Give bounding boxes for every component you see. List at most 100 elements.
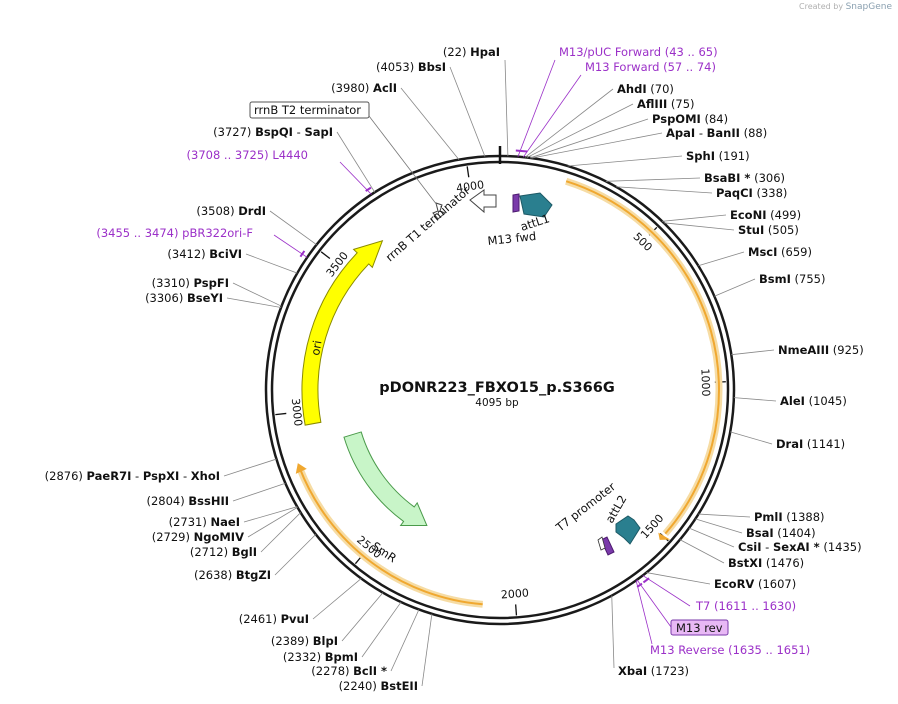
enzyme-left-ngomiv-site: (2729) bbox=[152, 530, 194, 544]
created-by-text: Created by bbox=[799, 2, 844, 11]
enzyme-pspomi: PspOMI (84) bbox=[652, 112, 728, 126]
primer-t7-range: (1611 .. 1630) bbox=[710, 599, 796, 613]
enzyme-left-pspfi-leader bbox=[232, 282, 282, 307]
enzyme-afliii-site: (75) bbox=[667, 97, 694, 111]
primer-t7-name: T7 bbox=[695, 599, 710, 613]
enzyme-bsabi-site: (306) bbox=[750, 171, 785, 185]
enzyme-drai-leader bbox=[730, 431, 773, 445]
enzyme-afliii-leader bbox=[526, 103, 634, 158]
enzyme-left-ngomiv-name: NgoMIV bbox=[194, 530, 244, 544]
primer-pbr322ori-f: (3455 .. 3474) pBR322ori-F bbox=[96, 226, 253, 240]
enzyme-drai-name: DraI bbox=[776, 437, 803, 451]
enzyme-left-acli: (3980) AclI bbox=[331, 81, 397, 95]
enzyme-left-bseyi: (3306) BseYI bbox=[145, 291, 223, 305]
enzyme-left-bsteii-site: (2240) bbox=[339, 679, 381, 693]
enzyme-apai-leader bbox=[531, 132, 663, 159]
primer-l4440-range: (3708 .. 3725) bbox=[187, 148, 273, 162]
tick-label-4000: 4000 bbox=[455, 178, 485, 195]
enzyme-hpai: (22) HpaI bbox=[443, 45, 500, 59]
enzyme-left-pvui-site: (2461) bbox=[239, 612, 281, 626]
rrnb-t1-arrow bbox=[469, 189, 497, 214]
enzyme-left-paer7i-site: (2876) bbox=[45, 469, 87, 483]
enzyme-econi-leader bbox=[662, 214, 727, 222]
m13-fwd-label: M13 fwd bbox=[487, 229, 537, 248]
primer-m13-forward-range: (57 .. 74) bbox=[659, 60, 716, 74]
enzyme-ecorv-leader bbox=[646, 572, 711, 585]
enzyme-bsabi-leader bbox=[605, 177, 701, 182]
enzyme-left-paer7i-name3: XhoI bbox=[191, 469, 220, 483]
enzyme-left-blpi-leader bbox=[341, 592, 384, 642]
enzyme-left-pvui-leader bbox=[312, 578, 362, 620]
enzyme-ecorv-name: EcoRV bbox=[714, 577, 754, 591]
enzyme-left-drdi: (3508) DrdI bbox=[196, 204, 266, 218]
enzyme-stui: StuI (505) bbox=[738, 223, 799, 237]
enzyme-alei-site: (1045) bbox=[805, 394, 847, 408]
enzyme-econi-site: (499) bbox=[766, 208, 801, 222]
tick-label-3000: 3000 bbox=[289, 398, 305, 427]
smr-orf-arrowhead bbox=[295, 463, 307, 474]
primer-l4440-leader bbox=[339, 161, 372, 195]
orf-arc bbox=[565, 180, 720, 535]
enzyme-left-bsteii-name: BstEII bbox=[380, 679, 418, 693]
rrnb-t2-leader bbox=[368, 115, 438, 206]
enzyme-bstxi-name: BstXI bbox=[728, 556, 762, 570]
tick-label-2000: 2000 bbox=[500, 586, 529, 601]
enzyme-sphi: SphI (191) bbox=[686, 149, 750, 163]
enzyme-left-bsteii: (2240) BstEII bbox=[339, 679, 418, 693]
enzyme-pmli-leader bbox=[698, 513, 751, 518]
enzyme-sphi-name: SphI bbox=[686, 149, 715, 163]
enzyme-ecorv-site: (1607) bbox=[754, 577, 796, 591]
enzyme-drai: DraI (1141) bbox=[776, 437, 845, 451]
enzyme-hpai-leader bbox=[504, 59, 509, 157]
enzyme-msci-leader bbox=[698, 251, 745, 267]
features bbox=[295, 149, 723, 608]
enzyme-left-pvui-name: PvuI bbox=[281, 612, 309, 626]
primer-m13-forward-name: M13 Forward bbox=[585, 60, 659, 74]
enzyme-pspomi-site: (84) bbox=[701, 112, 728, 126]
enzyme-xbai-leader bbox=[611, 595, 615, 669]
enzyme-csii-name: CsiI bbox=[738, 540, 762, 554]
enzyme-left-btgzi: (2638) BtgZI bbox=[194, 568, 271, 582]
enzyme-left-acli-leader bbox=[400, 87, 460, 160]
enzyme-left-bbsi-name: BbsI bbox=[418, 60, 446, 74]
enzyme-csii: CsiI - SexAI * (1435) bbox=[738, 540, 862, 554]
primer-l4440-name: L4440 bbox=[272, 148, 308, 162]
enzyme-left-pspfi-site: (3310) bbox=[152, 276, 194, 290]
rrnb-t2-box bbox=[249, 101, 370, 119]
leader-lines bbox=[223, 59, 777, 687]
enzyme-bsai-name: BsaI bbox=[746, 526, 774, 540]
enzyme-ecorv: EcoRV (1607) bbox=[714, 577, 796, 591]
enzyme-left-paer7i-name2: PspXI bbox=[143, 469, 179, 483]
enzyme-left-bgli-leader bbox=[260, 512, 301, 553]
primer-m13-rev-mark bbox=[636, 582, 643, 588]
enzyme-ahdi-site: (70) bbox=[647, 82, 674, 96]
enzyme-left-bgli-name: BglI bbox=[232, 545, 257, 559]
primer-m13-puc-leader bbox=[517, 59, 556, 157]
enzyme-left-btgzi-name: BtgZI bbox=[236, 568, 271, 582]
rrnb-t2-label: rrnB T2 terminator bbox=[254, 103, 361, 117]
enzyme-left-pvui: (2461) PvuI bbox=[239, 612, 309, 626]
enzyme-bsai: BsaI (1404) bbox=[746, 526, 816, 540]
enzyme-msci-site: (659) bbox=[777, 245, 812, 259]
enzyme-apai-name2: BanII bbox=[707, 126, 740, 140]
enzyme-nmeaiii-leader bbox=[731, 349, 775, 356]
rrnb-t1-label: rrnB T1 terminator bbox=[383, 183, 473, 264]
tick-4000 bbox=[466, 166, 470, 178]
enzyme-nmeaiii-site: (925) bbox=[829, 343, 864, 357]
enzyme-hpai-name: HpaI bbox=[470, 45, 500, 59]
enzyme-paqci-name: PaqCI bbox=[716, 186, 753, 200]
enzyme-stui-name: StuI bbox=[738, 223, 764, 237]
enzyme-ahdi-name: AhdI bbox=[617, 82, 647, 96]
enzyme-nmeaiii-name: NmeAIII bbox=[778, 343, 829, 357]
enzyme-bsmi-leader bbox=[714, 278, 756, 297]
primer-m13-fwd-mark bbox=[515, 149, 528, 153]
enzyme-left-bspqi-name2: SapI bbox=[304, 125, 333, 139]
primer-m13-puc-forward-name: M13/pUC Forward bbox=[559, 45, 661, 59]
primer-m13-reverse-name: M13 Reverse bbox=[650, 643, 724, 657]
enzyme-bsmi-site: (755) bbox=[791, 272, 826, 286]
enzyme-alei-leader bbox=[733, 397, 777, 402]
tick-2000 bbox=[515, 604, 518, 616]
enzyme-left-naei-leader bbox=[243, 506, 298, 523]
enzyme-left-bgli-site: (2712) bbox=[190, 545, 232, 559]
